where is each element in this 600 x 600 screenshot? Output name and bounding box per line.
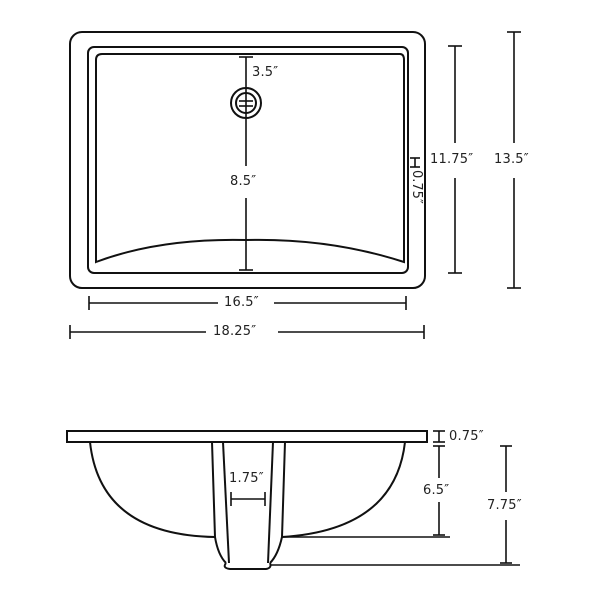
bowl-curve-left — [89, 441, 216, 538]
flange — [66, 430, 428, 443]
drain-right-outer — [269, 441, 286, 564]
drain-left-inner — [222, 441, 230, 564]
total-height-label: 7.75″ — [487, 498, 522, 513]
flange-thickness-label: 0.75″ — [449, 429, 484, 444]
drain-base — [223, 562, 272, 570]
inner-width-label: 16.5″ — [224, 295, 259, 310]
bowl-outline — [95, 53, 405, 264]
outer-length-label: 13.5″ — [494, 152, 529, 167]
side-view — [66, 430, 520, 570]
bowl-depth-side-label: 6.5″ — [423, 483, 450, 498]
top-view — [69, 31, 521, 339]
outer-width-label: 18.25″ — [213, 324, 257, 339]
drain-offset-label: 3.5″ — [252, 65, 279, 80]
inner-length-label: 11.75″ — [430, 152, 474, 167]
drain-left-outer — [211, 441, 227, 564]
rim-width-label: 0.75″ — [409, 170, 424, 204]
inner-rim — [87, 46, 409, 274]
bowl-curve-right — [281, 441, 406, 538]
bowl-depth-label: 8.5″ — [230, 174, 257, 189]
outer-rim — [69, 31, 426, 289]
drain-diameter-label: 1.75″ — [229, 471, 264, 486]
drain-right-inner — [267, 441, 274, 564]
